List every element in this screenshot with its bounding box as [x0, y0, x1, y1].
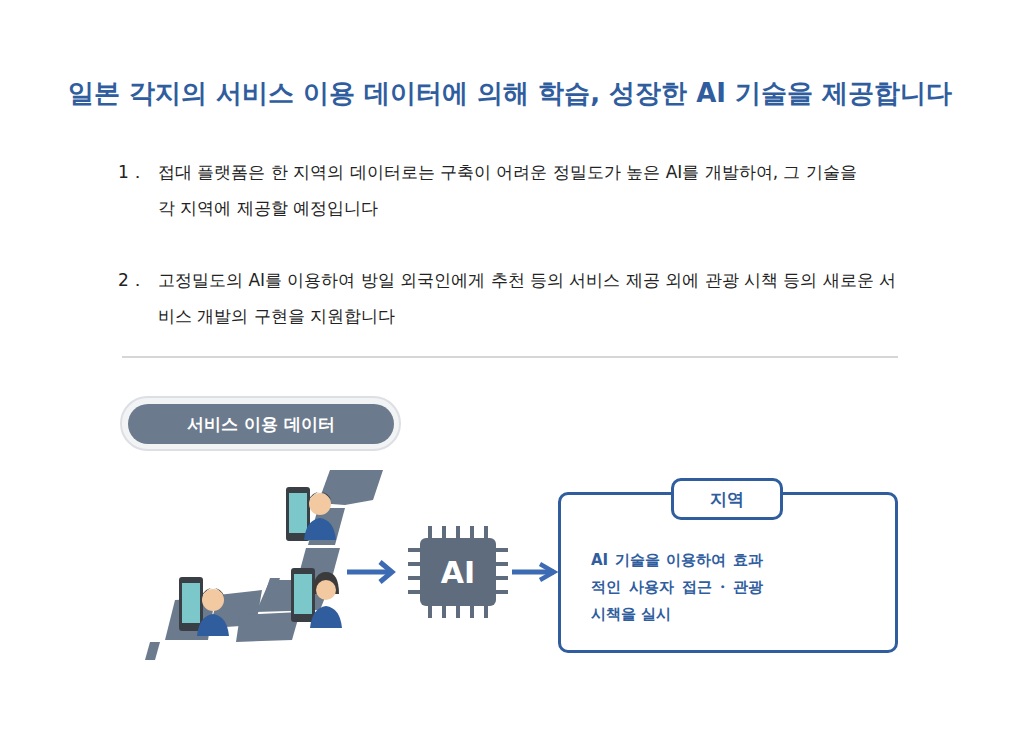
node-text: AI: [441, 555, 475, 590]
region-box: 지역AI 기술을 이용하여 효과 적인 사용자 접근・관광 시책을 실시: [558, 492, 898, 653]
item-number: 1．: [118, 154, 146, 190]
node-heading: 지역: [671, 478, 783, 520]
flow-arrow: [347, 562, 392, 582]
item-number: 2．: [118, 262, 146, 298]
node-text: 서비스 이용 데이터: [187, 413, 335, 436]
data-pill: 서비스 이용 데이터: [128, 404, 394, 444]
user-figures: [179, 487, 342, 636]
flow-arrow: [512, 570, 554, 575]
japan-map: [145, 470, 383, 660]
pill-ring: [121, 397, 400, 450]
item-text: 고정밀도의 AI를 이용하여 방일 외국인에게 추천 등의 서비스 제공 외에 …: [158, 262, 908, 334]
chip-pins: [408, 526, 508, 618]
ai-chip: AI: [420, 538, 496, 606]
divider-line: [122, 356, 898, 358]
title: 일본 각지의 서비스 이용 데이터에 의해 학습, 성장한 AI 기술을 제공합…: [20, 76, 1000, 111]
item-text: 접대 플랫폼은 한 지역의 데이터로는 구축이 어려운 정밀도가 높은 AI를 …: [158, 154, 858, 226]
node-text: AI 기술을 이용하여 효과 적인 사용자 접근・관광 시책을 실시: [591, 547, 763, 628]
